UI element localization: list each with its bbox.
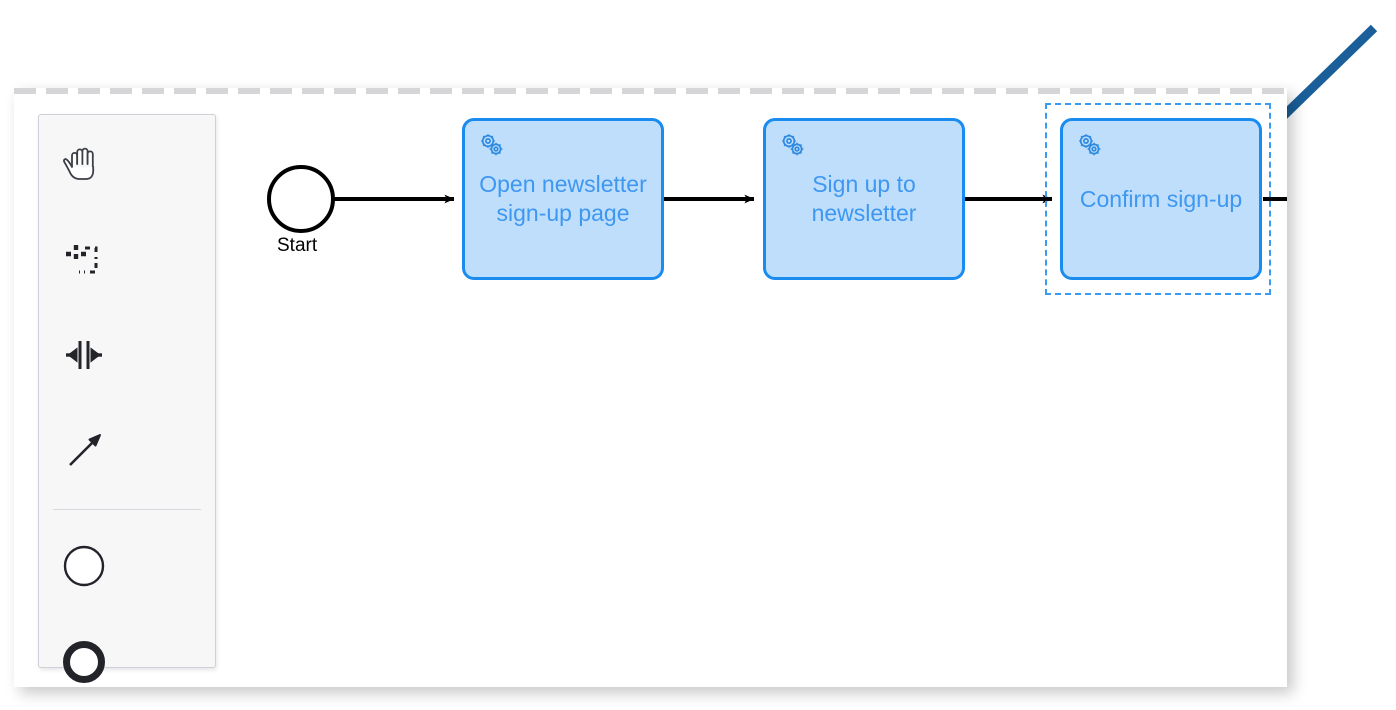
start-event-label: Start — [277, 235, 318, 256]
bpmn-task-open-newsletter-sign-up-page[interactable]: Open newsletter sign-up page — [462, 118, 664, 280]
palette-item-lasso-tool[interactable] — [39, 211, 128, 307]
service-task-gears-icon — [782, 134, 804, 156]
space-tool-icon — [65, 341, 102, 369]
bpmn-task-label: Sign up to newsletter — [811, 171, 917, 226]
start-event-shape[interactable] — [267, 165, 335, 233]
palette-tools-group — [39, 115, 215, 499]
palette-item-end-event[interactable] — [39, 614, 128, 687]
service-task-gears-icon — [481, 134, 503, 156]
palette-elements-group — [39, 518, 215, 687]
lasso-select-icon — [65, 245, 97, 274]
bpmn-task-confirm-sign-up[interactable]: Confirm sign-up — [1060, 118, 1262, 280]
sequence-flow-layer — [334, 194, 1287, 204]
palette-item-hand-tool[interactable] — [39, 115, 128, 211]
palette-item-start-event[interactable] — [39, 518, 128, 614]
diagram-layer: Start — [14, 94, 1287, 687]
palette-item-space-tool[interactable] — [39, 307, 128, 403]
start-event-icon — [63, 545, 104, 587]
connector-arrow-icon — [68, 434, 101, 466]
hand-icon — [62, 147, 94, 180]
bpmn-palette[interactable] — [38, 114, 216, 683]
palette-separator — [53, 509, 201, 510]
bpmn-task-label: Open newsletter sign-up page — [479, 171, 647, 226]
service-task-gears-icon — [1079, 134, 1101, 156]
canvas-frame-top-edge — [14, 88, 1287, 94]
bpmn-task-sign-up-to-newsletter[interactable]: Sign up to newsletter — [763, 118, 965, 280]
bpmn-editor-canvas[interactable]: Start — [14, 88, 1287, 687]
palette-item-connect-tool[interactable] — [39, 403, 128, 499]
bpmn-task-label: Confirm sign-up — [1079, 185, 1243, 212]
end-event-icon — [62, 641, 105, 683]
canvas-surface[interactable]: Start — [14, 94, 1287, 687]
